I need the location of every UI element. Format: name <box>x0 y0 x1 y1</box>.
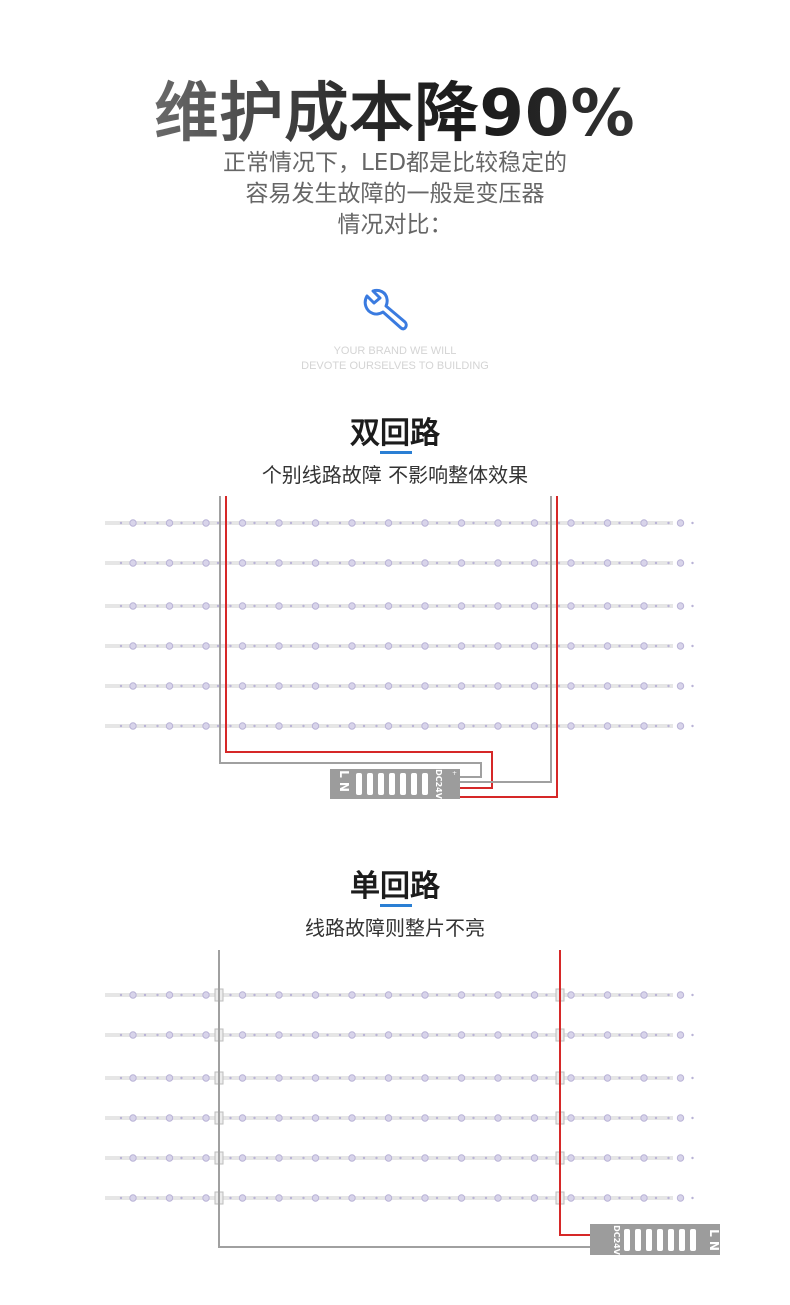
led-strip <box>105 1028 694 1042</box>
led-strip <box>105 519 694 527</box>
negative-wire <box>218 950 592 1248</box>
positive-wire <box>559 950 592 1236</box>
hero-subtitle: 正常情况下，LED都是比较稳定的 容易发生故障的一般是变压器 情况对比： <box>0 148 790 241</box>
brand-slogan: YOUR BRAND WE WILL DEVOTE OURSELVES TO B… <box>0 344 790 374</box>
power-driver-dual: L N DC24V + <box>330 769 460 800</box>
power-driver-single: L N DC24V <box>590 1224 721 1256</box>
hero-subtitle-line-1: 正常情况下，LED都是比较稳定的 <box>222 150 568 176</box>
negative-wire-right <box>458 496 552 783</box>
section-dual-underline <box>380 451 412 454</box>
led-strip <box>105 722 694 730</box>
led-strip <box>105 1071 694 1085</box>
brand-line-2: DEVOTE OURSELVES TO BUILDING <box>301 360 489 372</box>
driver-dc-label: DC24V <box>434 769 443 800</box>
led-strip-grid-dual <box>105 519 694 730</box>
led-strip <box>105 642 694 650</box>
driver-terminal-marks: + <box>452 770 457 777</box>
section-dual-subtitle: 个别线路故障 不影响整体效果 <box>261 463 529 487</box>
negative-wire-left <box>219 496 482 778</box>
led-strip <box>105 602 694 610</box>
hero-subtitle-line-3: 情况对比： <box>337 212 453 238</box>
wrench-icon <box>363 288 408 331</box>
driver-ln-label: L N <box>707 1229 721 1251</box>
driver-dc-label: DC24V <box>612 1225 621 1256</box>
section-single-subtitle: 线路故障则整片不亮 <box>305 916 485 940</box>
led-strip <box>105 559 694 567</box>
hero-title: 维护成本降90% <box>0 62 790 154</box>
led-strip <box>105 682 694 690</box>
hero-subtitle-line-2: 容易发生故障的一般是变压器 <box>245 181 545 207</box>
wires-single <box>218 950 592 1248</box>
led-strip-grid-single <box>105 988 694 1205</box>
positive-wire-right <box>458 496 558 798</box>
positive-wire-left <box>225 496 493 789</box>
wires-dual <box>219 496 558 798</box>
led-strip <box>105 988 694 1002</box>
led-strip <box>105 1151 694 1165</box>
driver-ln-label: L N <box>337 770 351 792</box>
brand-line-1: YOUR BRAND WE WILL <box>333 345 457 357</box>
section-single-title: 单回路 <box>350 869 440 904</box>
section-single-underline <box>380 904 412 907</box>
section-dual-title: 双回路 <box>350 416 440 451</box>
led-strip <box>105 1111 694 1125</box>
led-strip <box>105 1191 694 1205</box>
